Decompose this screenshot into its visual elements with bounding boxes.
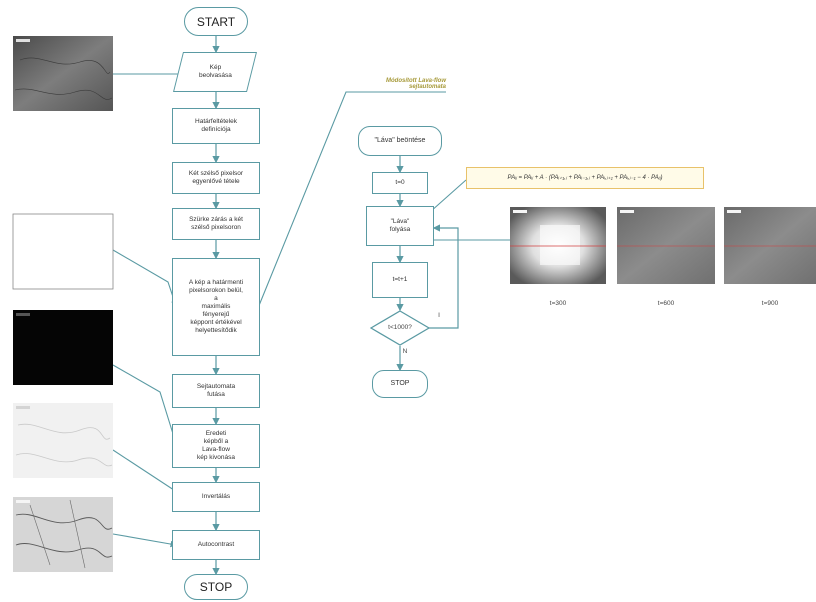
lava-pour-box: "Láva" beöntése <box>358 126 442 156</box>
result-label-t300: t=300 <box>549 300 567 307</box>
gray-closing-box: Szürke zárás a két szélső pixelsoron <box>172 208 260 240</box>
boundary-definition-box: Határfeltételek definíciója <box>172 108 260 144</box>
t-init-box: t=0 <box>372 172 428 194</box>
blank-thumbnail <box>12 213 114 290</box>
stop-terminal: STOP <box>184 574 248 600</box>
subtraction-box: Eredeti képből a Lava-flow kép kivonása <box>172 424 260 468</box>
decision-label: t<1000? <box>388 324 412 331</box>
start-terminal: START <box>184 7 248 36</box>
t-increment-box: t=t+1 <box>372 262 428 298</box>
result-thumbnail-t300 <box>510 207 606 284</box>
automaton-run-box: Sejtautomata futása <box>172 374 260 408</box>
read-image-io: Kép beolvasása <box>173 52 257 92</box>
read-image-label: Kép beolvasása <box>198 64 232 79</box>
decision-no-label: N <box>402 348 408 355</box>
max-brightness-box: A kép a határmenti pixelsorokon belül, a… <box>172 258 260 356</box>
result-label-t900: t=900 <box>761 300 779 307</box>
input-thumbnail <box>13 36 113 111</box>
dark-thumbnail <box>13 310 113 385</box>
formula-box: PAᵢⱼ = PAᵢⱼ + A · (PAᵢ₊₁,ⱼ + PAᵢ₋₁,ⱼ + P… <box>466 167 704 189</box>
subflow-title: Módosított Lava-flow sejtautomata <box>386 78 446 90</box>
equalize-rows-box: Két szélső pixelsor egyenlővé tétele <box>172 162 260 194</box>
result-thumbnail-t600 <box>617 207 715 284</box>
decision-yes-label: I <box>438 312 440 319</box>
lava-flow-box: "Láva" folyása <box>366 206 434 246</box>
result-thumbnail-t900 <box>724 207 816 284</box>
subflow-stop-terminal: STOP <box>372 370 428 398</box>
decision-diamond <box>370 310 430 346</box>
subtracted-thumbnail <box>13 403 113 478</box>
autocontrast-box: Autocontrast <box>172 530 260 560</box>
result-label-t600: t=600 <box>657 300 675 307</box>
invert-box: Invertálás <box>172 482 260 512</box>
inverted-thumbnail <box>13 497 113 572</box>
